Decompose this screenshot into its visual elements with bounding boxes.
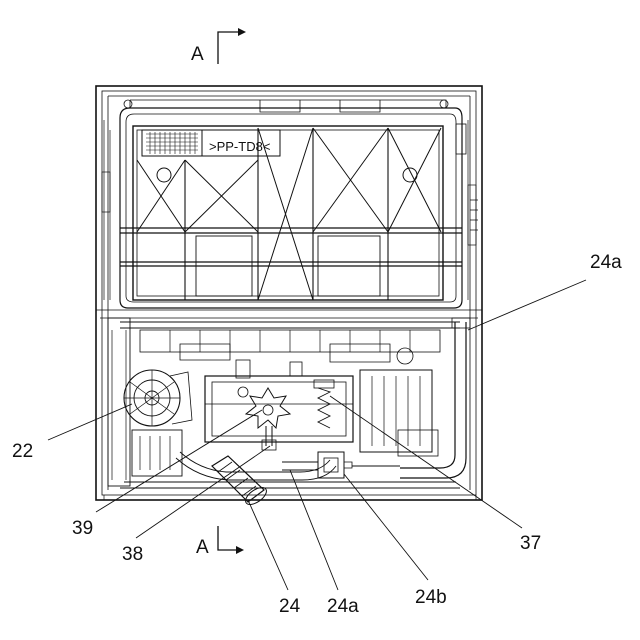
ref-label-22: 22 <box>12 441 33 462</box>
ref-label-38: 38 <box>122 544 143 565</box>
lower-mechanism <box>108 318 470 508</box>
panel-marking-text: >PP-TD8< <box>209 139 270 154</box>
main-panel: >PP-TD8< <box>120 126 462 300</box>
ref-label-24a-lower: 24a <box>327 596 359 617</box>
upper-tray <box>120 100 466 308</box>
section-label-bottom: A <box>196 537 209 558</box>
reference-labels: 24a 22 39 38 37 24 24a 24b <box>12 252 622 617</box>
ref-label-24: 24 <box>279 596 301 617</box>
ref-label-24b: 24b <box>415 587 447 608</box>
ref-label-39: 39 <box>72 518 93 539</box>
section-mark-bottom: A <box>196 526 244 558</box>
ref-label-24a-upper: 24a <box>590 252 622 273</box>
section-mark-top: A <box>191 28 246 65</box>
section-label-top: A <box>191 44 204 65</box>
ref-label-37: 37 <box>520 533 541 554</box>
outer-housing <box>96 86 482 500</box>
